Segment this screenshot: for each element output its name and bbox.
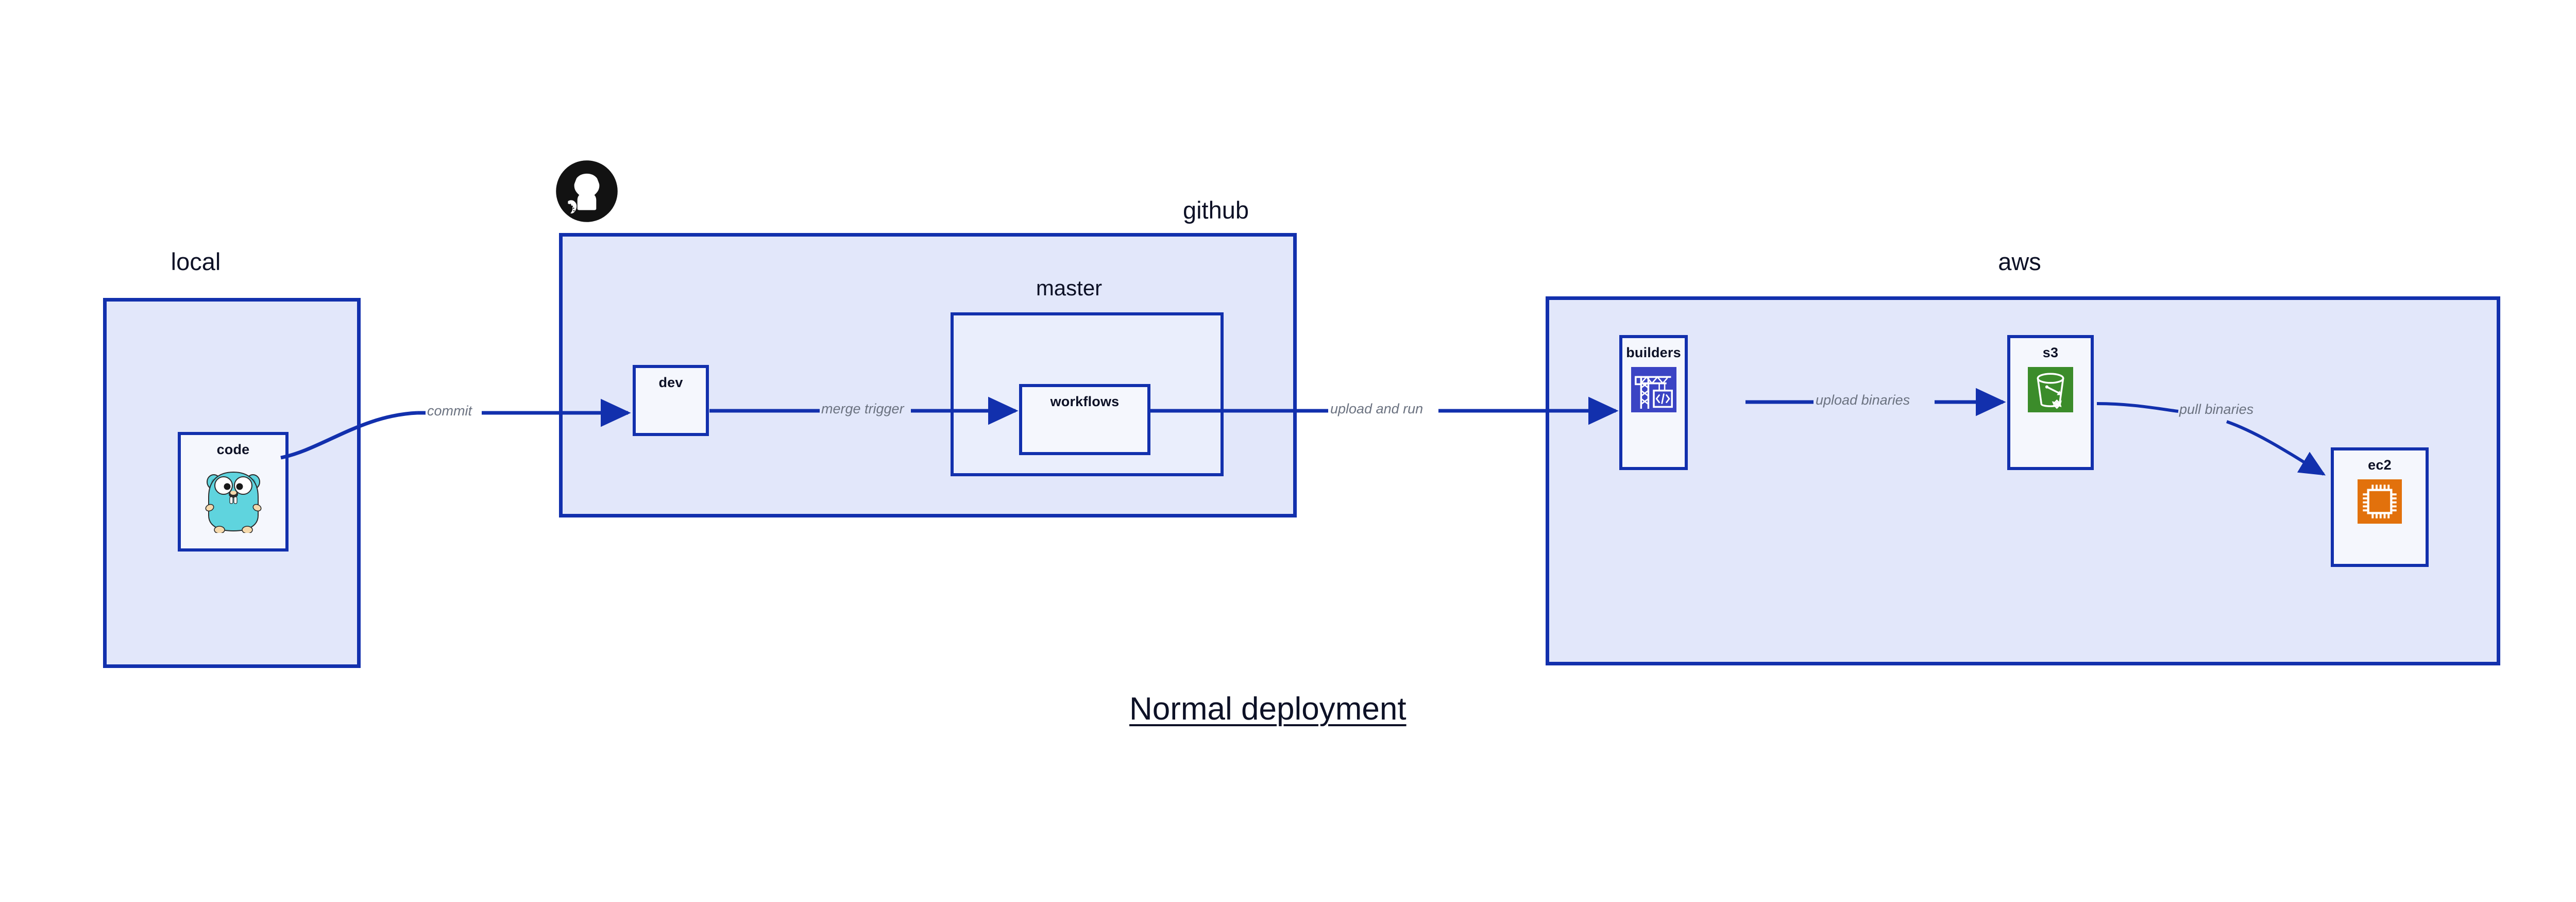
zone-label-github: github xyxy=(1182,196,1249,224)
edge-label-merge-trigger: merge trigger xyxy=(821,401,904,416)
node-label-builders: builders xyxy=(1626,345,1681,360)
node-s3[interactable]: s3 xyxy=(2007,335,2094,470)
node-ec2[interactable]: ec2 xyxy=(2331,447,2429,567)
crane-code-icon xyxy=(1631,367,1676,415)
node-label-ec2: ec2 xyxy=(2368,457,2392,473)
zone-label-local: local xyxy=(171,248,221,275)
node-code[interactable]: code xyxy=(178,432,289,552)
cpu-chip-icon xyxy=(2358,479,2402,526)
edge-label-commit: commit xyxy=(427,403,472,419)
node-label-dev: dev xyxy=(658,375,683,390)
subzone-label-master: master xyxy=(1036,276,1103,300)
node-workflows[interactable]: workflows xyxy=(1019,384,1150,455)
edge-label-upload-binaries: upload binaries xyxy=(1816,392,1910,408)
node-builders[interactable]: builders xyxy=(1619,335,1688,470)
go-gopher-icon xyxy=(203,465,264,536)
node-label-s3: s3 xyxy=(2042,345,2059,360)
s3-bucket-icon xyxy=(2028,367,2073,415)
page-title: Normal deployment xyxy=(1129,691,1406,727)
node-label-workflows: workflows xyxy=(1050,394,1120,409)
node-label-code: code xyxy=(216,442,250,457)
github-octocat-logo xyxy=(555,160,618,225)
edge-label-upload-and-run: upload and run xyxy=(1330,401,1423,416)
zone-label-aws: aws xyxy=(1998,248,2041,275)
node-dev[interactable]: dev xyxy=(633,365,709,436)
edge-label-pull-binaries: pull binaries xyxy=(2179,402,2254,417)
